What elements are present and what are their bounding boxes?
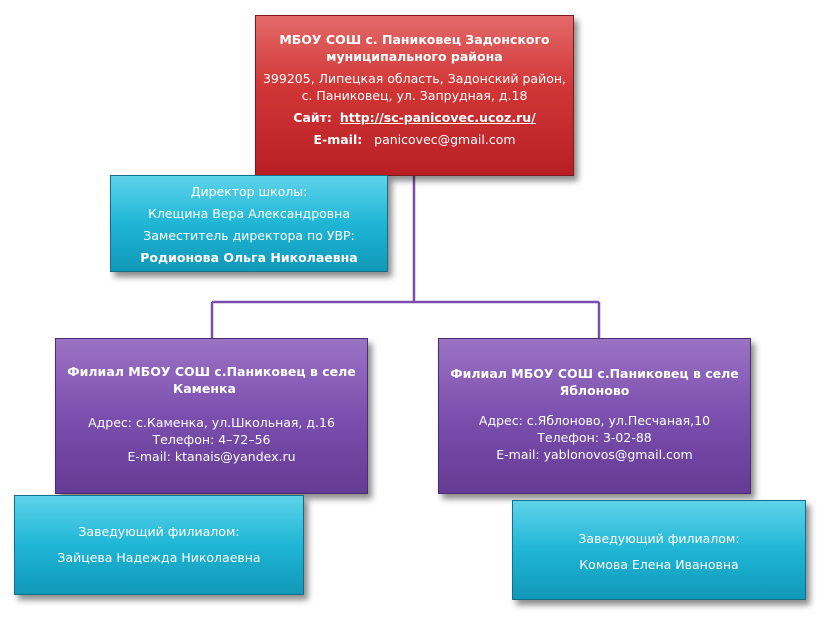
school-address-line2: с. Паниковец, ул. Запрудная, д.18 [301,88,528,103]
site-link[interactable]: http://sc-panicovec.ucoz.ru/ [339,110,536,125]
branch-right-title-line2: Яблоново [559,383,630,398]
branch-left-title-line2: Каменка [173,381,236,396]
email-label: E-mail: [313,132,363,147]
school-address-line1: 399205, Липецкая область, Задонский райо… [262,71,567,86]
branch-right-head-title: Заведующий филиалом: [578,531,740,546]
deputy-name: Родионова Ольга Николаевна [140,250,358,265]
branch-right-address: Адрес: с.Яблоново, ул.Песчаная,10 [478,413,711,428]
directors-box: Директор школы: Клещина Вера Александров… [110,175,388,272]
school-email-row: E-mail: panicovec@gmail.com [256,131,573,148]
branch-left-head-title: Заведующий филиалом: [78,524,240,539]
director-title: Директор школы: [190,184,308,199]
school-name-line1: МБОУ СОШ с. Паниковец Задонского [279,32,550,47]
branch-right-email: E-mail: yablonovos@gmail.com [496,447,693,462]
branch-left-phone: Телефон: 4–72–56 [152,432,271,447]
school-site-row: Сайт: http://sc-panicovec.ucoz.ru/ [256,109,573,126]
branch-right-title-line1: Филиал МБОУ СОШ с.Паниковец в селе [450,366,739,381]
site-label: Сайт: [293,110,332,125]
branch-right-box: Филиал МБОУ СОШ с.Паниковец в селе Яблон… [438,338,751,494]
branch-left-head-name: Зайцева Надежда Николаевна [57,550,261,565]
deputy-title: Заместитель директора по УВР: [143,228,355,243]
branch-left-head-box: Заведующий филиалом: Зайцева Надежда Ник… [14,495,304,595]
school-box: МБОУ СОШ с. Паниковец Задонского муницип… [255,15,574,176]
branch-right-head-name: Комова Елена Ивановна [579,557,739,572]
director-name: Клещина Вера Александровна [147,206,350,221]
branch-right-phone: Телефон: 3-02-88 [537,430,652,445]
school-name-line2: муниципального района [326,49,503,64]
branch-right-head-box: Заведующий филиалом: Комова Елена Иванов… [512,500,806,600]
branch-left-address: Адрес: с.Каменка, ул.Школьная, д.16 [88,415,335,430]
branch-left-box: Филиал МБОУ СОШ с.Паниковец в селе Камен… [55,338,368,494]
branch-left-title-line1: Филиал МБОУ СОШ с.Паниковец в селе [67,364,356,379]
branch-left-email: E-mail: ktanais@yandex.ru [127,449,296,464]
school-email: panicovec@gmail.com [374,132,516,147]
